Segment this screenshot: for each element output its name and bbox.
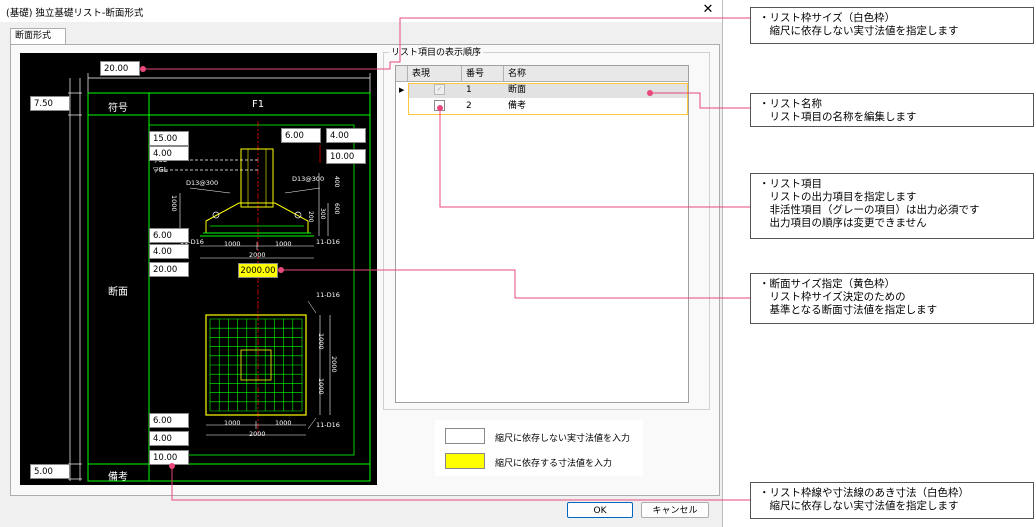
rebar-label-plan-bottom: 11-D16 [316, 421, 340, 429]
dim-label: 200 [307, 211, 314, 223]
dim-label: 300 [319, 208, 326, 220]
note-list-name: ・リスト名称 リスト項目の名称を編集します [750, 93, 1034, 127]
row-number: 1 [462, 83, 504, 98]
window-title: (基礎) 独立基礎リスト-断面形式 [6, 8, 144, 19]
footer-height-input[interactable]: 5.00 [30, 464, 70, 479]
mid-gap-input[interactable]: 6.00 [149, 228, 189, 243]
grid-header-number[interactable]: 番号 [462, 66, 504, 82]
rebar-label-bottom-left: 11-D16 [180, 238, 204, 246]
top-gap-input[interactable]: 20.00 [100, 61, 140, 76]
visible-checkbox[interactable]: ✓ [434, 84, 445, 95]
gl-mark: ▽GL [153, 166, 168, 174]
dim-label: 1000 [224, 419, 241, 427]
header-name-label: F1 [252, 99, 265, 110]
note-section-size: ・断面サイズ指定（黄色枠） リスト枠サイズ決定のための 基準となる断面寸法値を指… [750, 273, 1034, 324]
legend-yellow-swatch [445, 453, 485, 469]
grid-corner [396, 66, 408, 82]
row-name[interactable]: 備考 [508, 101, 527, 111]
dim-label: 1000 [224, 240, 241, 248]
cad-drawing [68, 73, 371, 482]
legend-white-swatch [445, 428, 485, 444]
rebar-label-bottom-right: 11-D16 [316, 238, 340, 246]
list-order-label: リスト項目の表示順序 [389, 45, 484, 58]
grid-header-visible[interactable]: 表現 [408, 66, 462, 82]
title-bar: (基礎) 独立基礎リスト-断面形式 ✕ [0, 0, 722, 22]
row-name[interactable]: 断面 [504, 83, 688, 98]
rebar-label-plan-top: 11-D16 [316, 291, 340, 299]
note-list-items: ・リスト項目 リストの出力項目を指定します 非活性項目（グレーの項目）は出力必須… [750, 173, 1034, 239]
dim-label: 2000 [249, 430, 266, 438]
dim-label: 2000 [330, 356, 338, 373]
top-right-gap-input[interactable]: 6.00 [281, 128, 321, 143]
dim-label: 1000 [275, 240, 292, 248]
grid-header-name[interactable]: 名称 [504, 66, 688, 82]
rebar-label-upper-right: D13@300 [292, 175, 325, 183]
rebar-label-upper-left: D13@300 [186, 179, 219, 187]
legend-panel: 縮尺に依存しない実寸法値を入力 縮尺に依存する寸法値を入力 [435, 420, 643, 476]
row-pointer-icon: ▶ [399, 86, 405, 94]
legend-white-text: 縮尺に依存しない実寸法値を入力 [495, 434, 631, 444]
row-number: 2 [466, 101, 472, 111]
top-right-gap-input-2[interactable]: 4.00 [326, 128, 366, 143]
dim-label: 600 [333, 203, 340, 215]
mid-gap-input-3[interactable]: 20.00 [149, 262, 189, 277]
bottom-gap-input-3[interactable]: 10.00 [149, 450, 189, 465]
cad-preview-canvas: 符号 F1 断面 備考 ▽SL ▽GL D13@300 D13@300 11-D… [20, 53, 377, 485]
mid-gap-input-2[interactable]: 4.00 [149, 244, 189, 259]
top-left-gap-input[interactable]: 15.00 [149, 131, 189, 146]
dim-label: 1000 [275, 419, 292, 427]
list-items-grid: 表現 番号 名称 ▶ ✓ 1 断面 2 備考 [395, 65, 689, 403]
header-height-input[interactable]: 7.50 [30, 96, 70, 111]
dim-label: 1000 [317, 378, 325, 395]
row-remarks-label: 備考 [108, 472, 128, 483]
dim-label: 400 [333, 176, 340, 188]
top-right-gap-input-3[interactable]: 10.00 [326, 149, 366, 164]
ok-button[interactable]: OK [567, 502, 633, 518]
table-row: ✓ [408, 83, 462, 98]
tab-section-format[interactable]: 断面形式 [10, 28, 66, 44]
dim-label: 1000 [170, 195, 178, 212]
rebar-grid [209, 318, 303, 412]
bottom-gap-input[interactable]: 6.00 [149, 413, 189, 428]
dim-label: 2000 [249, 251, 266, 259]
legend-yellow-text: 縮尺に依存する寸法値を入力 [495, 459, 613, 469]
row-section-label: 断面 [108, 287, 128, 298]
list-order-group [383, 52, 710, 410]
top-left-gap-input-2[interactable]: 4.00 [149, 146, 189, 161]
bottom-gap-input-2[interactable]: 4.00 [149, 431, 189, 446]
note-frame-size: ・リスト枠サイズ（白色枠） 縮尺に依存しない実寸法値を指定します [750, 7, 1034, 44]
section-size-input[interactable]: 2000.00 [238, 263, 278, 278]
note-gap-size: ・リスト枠線や寸法線のあき寸法（白色枠） 縮尺に依存しない実寸法値を指定します [750, 482, 1034, 519]
dim-label: 1000 [317, 333, 325, 350]
close-icon[interactable]: ✕ [702, 2, 714, 17]
header-symbol-label: 符号 [108, 103, 128, 114]
cancel-button[interactable]: キャンセル [641, 502, 709, 518]
